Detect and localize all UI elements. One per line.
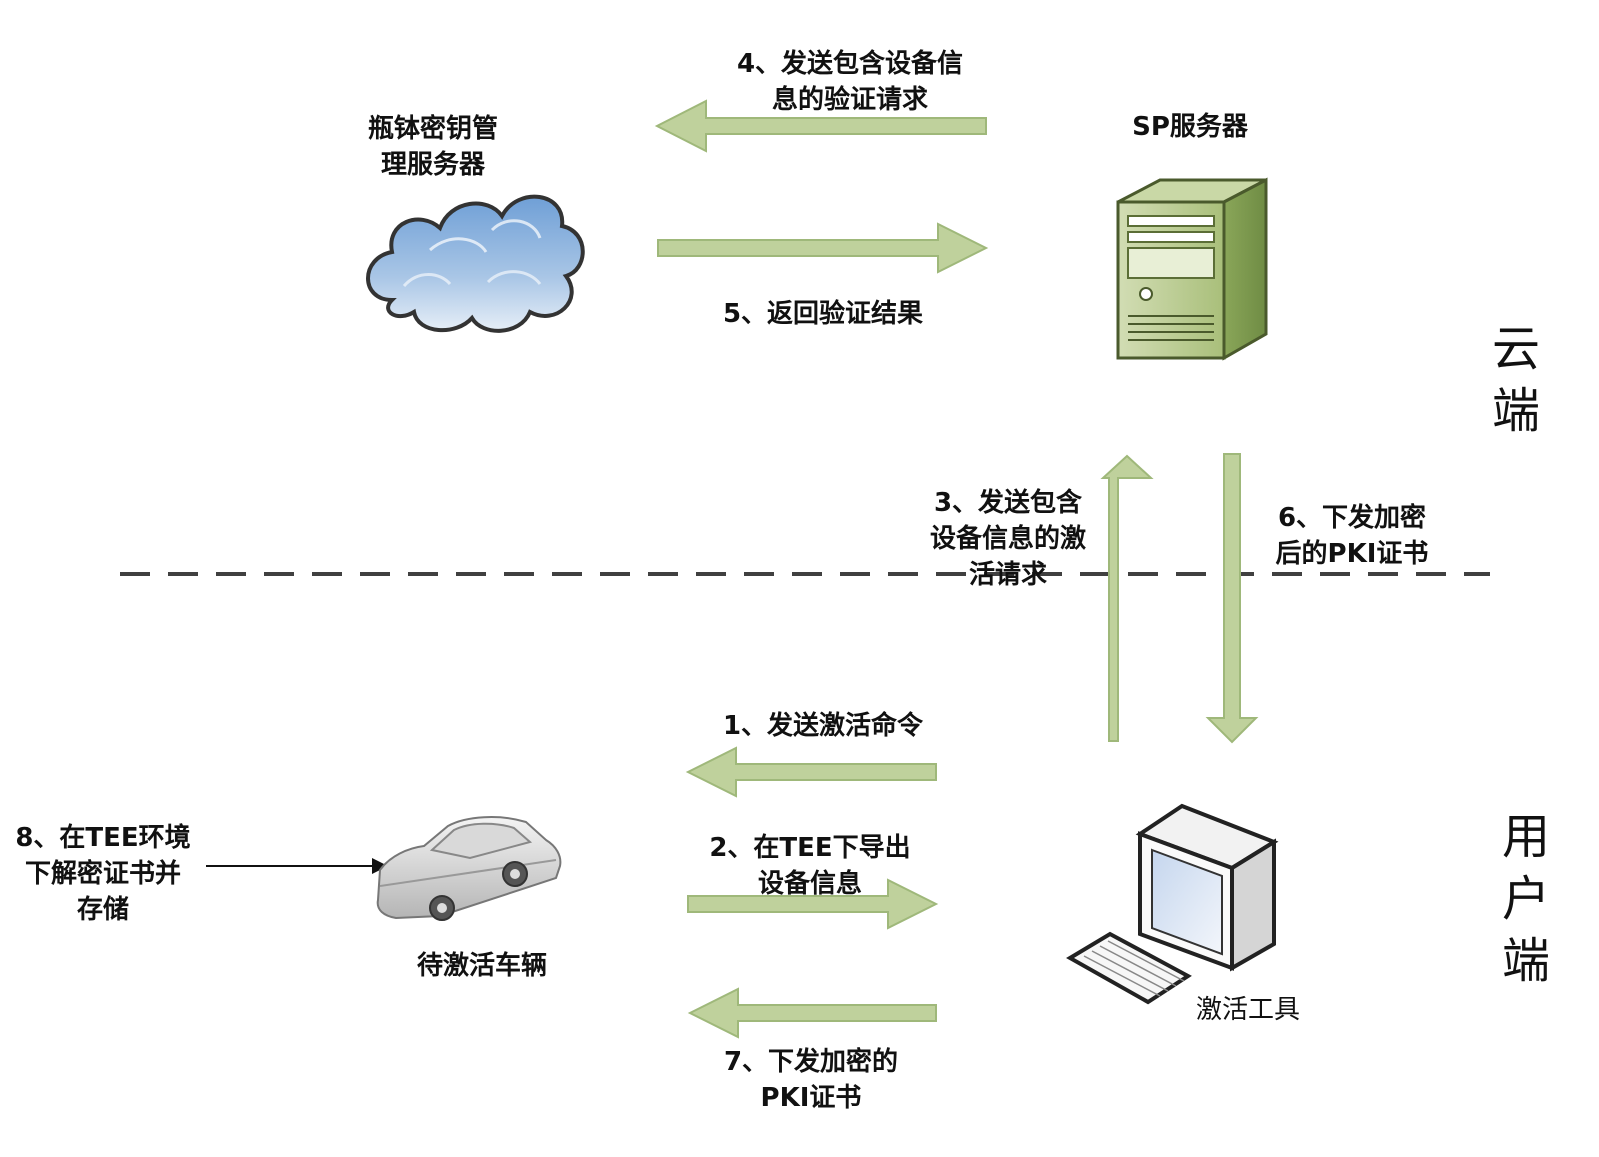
arrow-step-1 xyxy=(685,746,937,798)
step-4-label: 4、发送包含设备信 息的验证请求 xyxy=(736,49,964,115)
server-icon xyxy=(1116,177,1268,361)
arrow-step-2 xyxy=(687,878,939,930)
computer-icon xyxy=(1066,803,1279,1005)
zone-user-char-2: 户 xyxy=(1501,871,1550,927)
cloud-icon xyxy=(366,194,585,333)
step-7-label: 7、下发加密的 PKI证书 xyxy=(723,1047,899,1113)
zone-cloud-label: 云 端 xyxy=(1486,318,1546,442)
zone-user-label: 用 户 端 xyxy=(1496,806,1556,992)
arrow-step-4 xyxy=(654,99,987,153)
step-2-label: 2、在TEE下导出 设备信息 xyxy=(709,833,911,899)
sp-server-label: SP服务器 xyxy=(1132,112,1248,142)
arrow-step-7 xyxy=(687,987,937,1039)
kms-label: 瓶钵密钥管 理服务器 xyxy=(367,114,498,180)
step-1-label: 1、发送激活命令 xyxy=(722,711,924,741)
car-icon xyxy=(376,816,562,921)
arrow-step-8 xyxy=(206,858,388,874)
step-8-label: 8、在TEE环境 下解密证书并 存储 xyxy=(15,823,191,925)
step-3-label: 3、发送包含 设备信息的激 活请求 xyxy=(929,488,1086,590)
step-5-label: 5、返回验证结果 xyxy=(722,299,924,329)
arrow-step-5 xyxy=(657,222,989,274)
step-6-label: 6、下发加密 后的PKI证书 xyxy=(1275,503,1429,569)
tool-label: 激活工具 xyxy=(1195,995,1300,1025)
vehicle-label: 待激活车辆 xyxy=(416,951,547,981)
arrow-step-3 xyxy=(1100,454,1154,742)
arrow-step-6 xyxy=(1205,453,1259,744)
zone-user-char-3: 端 xyxy=(1501,933,1550,989)
zone-cloud-char-2: 端 xyxy=(1491,383,1540,439)
zone-cloud-char-1: 云 xyxy=(1491,321,1540,377)
zone-user-char-1: 用 xyxy=(1501,809,1550,865)
